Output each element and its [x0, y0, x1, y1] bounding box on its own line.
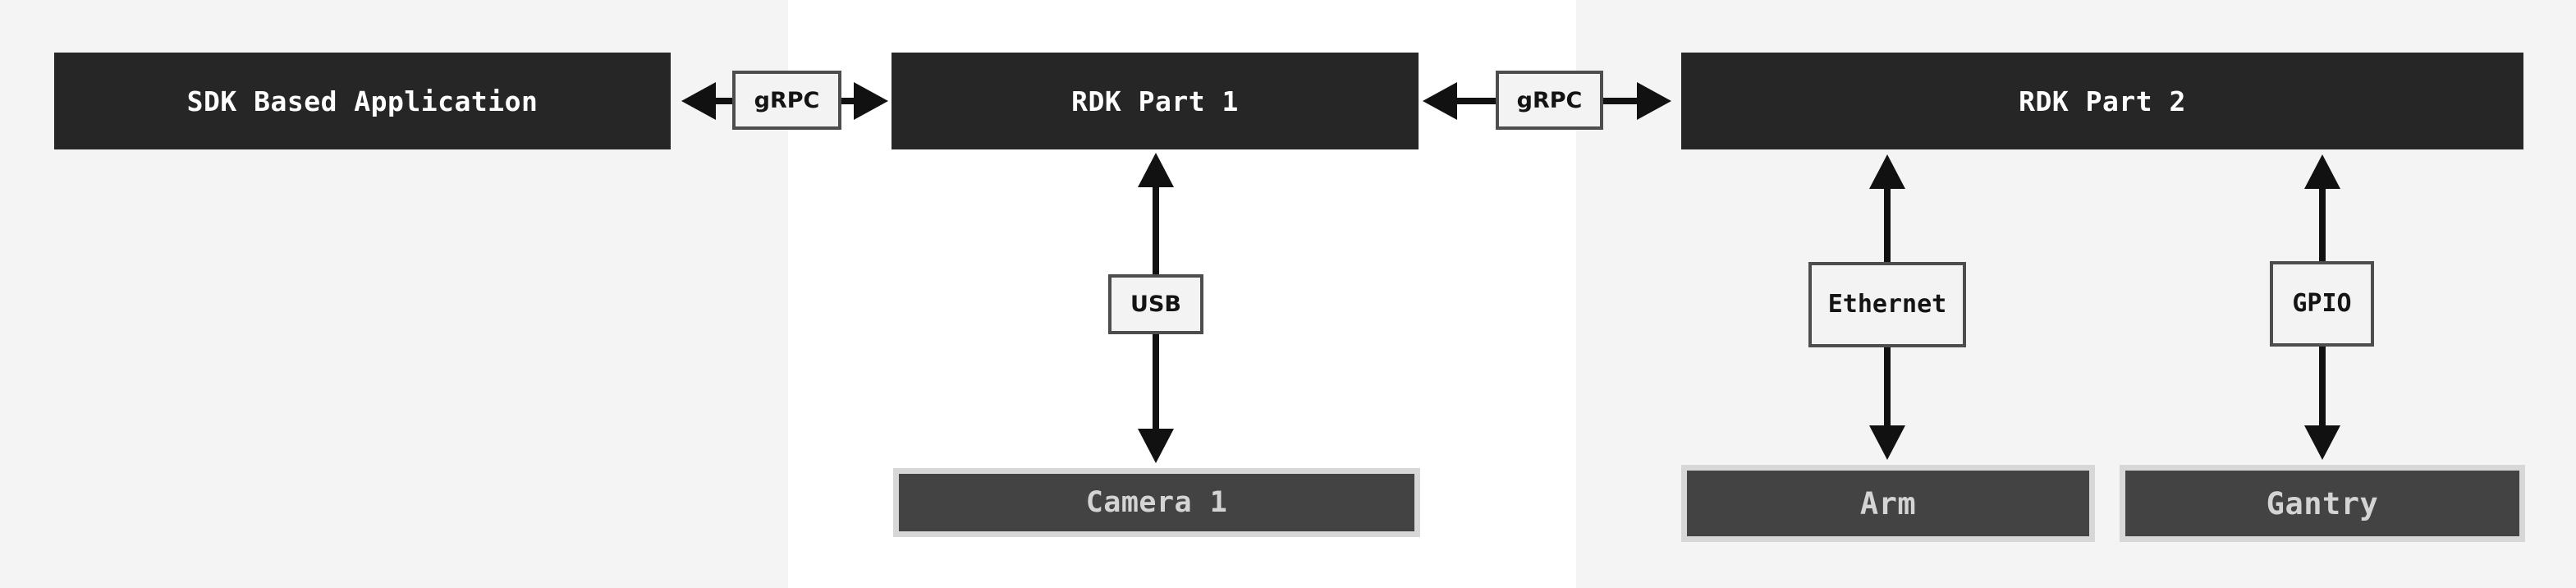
arrowhead-down-icon — [2304, 425, 2340, 460]
arrowhead-down-icon — [1869, 425, 1905, 460]
arrow-shaft — [1451, 98, 1496, 104]
node-arm: Arm — [1681, 465, 2095, 542]
arrow-shaft — [841, 98, 859, 104]
node-label: Camera 1 — [1085, 485, 1228, 519]
node-label: RDK Part 1 — [1071, 85, 1239, 117]
arrow-shaft — [1603, 98, 1639, 104]
edge-label-grpc-right: gRPC — [1496, 71, 1603, 130]
node-camera-1: Camera 1 — [893, 468, 1420, 537]
arrowhead-right-icon — [854, 82, 888, 120]
node-gantry: Gantry — [2120, 465, 2525, 542]
node-sdk-based-application: SDK Based Application — [54, 53, 671, 149]
edge-label-text: gRPC — [1516, 87, 1583, 113]
edge-label-text: gRPC — [754, 87, 820, 113]
arrowhead-up-icon — [1869, 154, 1905, 189]
node-label: Gantry — [2266, 485, 2379, 521]
node-rdk-part-2: RDK Part 2 — [1681, 53, 2523, 149]
edge-label-gpio: GPIO — [2270, 261, 2374, 347]
arrowhead-right-icon — [1637, 82, 1671, 120]
node-label: RDK Part 2 — [2019, 85, 2186, 117]
node-label: SDK Based Application — [186, 85, 539, 117]
edge-label-text: GPIO — [2292, 289, 2352, 318]
arrowhead-down-icon — [1138, 429, 1174, 463]
edge-label-text: USB — [1130, 292, 1181, 317]
edge-label-text: Ethernet — [1827, 290, 1947, 319]
arrowhead-up-icon — [1138, 153, 1174, 187]
node-label: Arm — [1859, 485, 1917, 521]
arrow-shaft — [709, 98, 732, 104]
node-rdk-part-1: RDK Part 1 — [892, 53, 1419, 149]
edge-label-grpc-left: gRPC — [732, 71, 841, 130]
edge-label-ethernet: Ethernet — [1808, 262, 1966, 347]
arrowhead-up-icon — [2304, 154, 2340, 189]
edge-label-usb: USB — [1108, 274, 1203, 334]
